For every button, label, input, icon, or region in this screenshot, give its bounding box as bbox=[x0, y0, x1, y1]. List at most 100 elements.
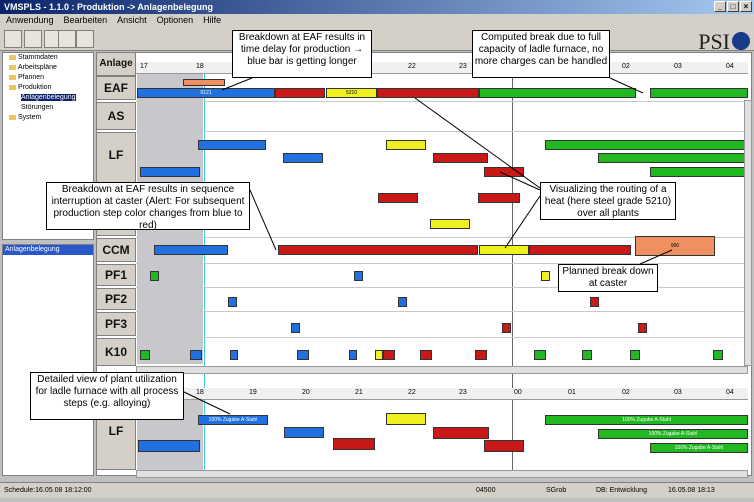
tick: 02 bbox=[622, 63, 630, 70]
vertical-scrollbar[interactable] bbox=[744, 100, 752, 366]
eaf-bar[interactable]: 0121 bbox=[137, 88, 275, 98]
k10-bar[interactable] bbox=[420, 350, 432, 360]
k10-bar[interactable] bbox=[534, 350, 546, 360]
lf-bar[interactable] bbox=[598, 153, 748, 163]
k10-bar[interactable] bbox=[713, 350, 723, 360]
lf-bar[interactable] bbox=[198, 140, 266, 150]
detail-lf-bar[interactable]: 100% Zugabe A-Stahl bbox=[198, 415, 268, 425]
k10-bar[interactable] bbox=[190, 350, 202, 360]
close-button[interactable]: × bbox=[740, 1, 752, 12]
detail-horizontal-scrollbar[interactable] bbox=[136, 470, 748, 478]
tick: 18 bbox=[196, 389, 204, 396]
k10-bar[interactable] bbox=[383, 350, 395, 360]
time-axis: 17 18 19 20 21 22 23 00 01 02 03 04 bbox=[136, 62, 748, 74]
status-code: 04500 bbox=[476, 487, 496, 494]
midnight-line bbox=[512, 74, 513, 470]
reload-icon[interactable] bbox=[58, 30, 76, 48]
menu-optionen[interactable]: Optionen bbox=[156, 15, 194, 25]
help-icon[interactable] bbox=[76, 30, 94, 48]
tick: 00 bbox=[514, 389, 522, 396]
k10-bar[interactable] bbox=[230, 350, 238, 360]
horizontal-scrollbar[interactable] bbox=[136, 366, 748, 374]
callout-sequence-interruption: Breakdown at EAF results in sequence int… bbox=[46, 182, 250, 231]
k10-bar[interactable] bbox=[630, 350, 640, 360]
pf1-bar[interactable] bbox=[541, 271, 550, 281]
status-user: SGrob bbox=[546, 487, 567, 494]
tools-icon[interactable] bbox=[24, 30, 42, 48]
tick: 22 bbox=[408, 389, 416, 396]
row-divider bbox=[136, 131, 748, 132]
lf-bar[interactable] bbox=[430, 219, 470, 229]
lf-bar[interactable] bbox=[478, 193, 520, 203]
maximize-button[interactable]: □ bbox=[727, 1, 739, 12]
tick: 04 bbox=[726, 389, 734, 396]
menu-anwendung[interactable]: Anwendung bbox=[6, 15, 54, 25]
eaf-bar[interactable]: 5210 bbox=[326, 88, 377, 98]
eaf-bar[interactable] bbox=[275, 88, 325, 98]
folder-icon bbox=[9, 74, 16, 80]
open-view-anlagenbelegung[interactable]: Anlagenbelegung bbox=[3, 245, 93, 255]
now-line bbox=[204, 74, 205, 470]
eaf-breakdown-bar[interactable] bbox=[183, 79, 225, 86]
detail-lf-bar[interactable]: 100% Zugabe A-Stahl bbox=[650, 443, 748, 453]
lf-bar[interactable] bbox=[433, 153, 488, 163]
k10-bar[interactable] bbox=[375, 350, 383, 360]
lf-bar[interactable] bbox=[283, 153, 323, 163]
detail-lf-bar[interactable]: 100% Zugabe A-Stahl bbox=[598, 429, 748, 439]
menu-bearbeiten[interactable]: Bearbeiten bbox=[63, 15, 108, 25]
lf-bar[interactable] bbox=[386, 140, 426, 150]
lf-bar[interactable] bbox=[650, 167, 748, 177]
k10-bar[interactable] bbox=[349, 350, 357, 360]
k10-bar[interactable] bbox=[140, 350, 150, 360]
pf3-bar[interactable] bbox=[638, 323, 647, 333]
ccm-bar[interactable] bbox=[479, 245, 529, 255]
detail-lf-bar[interactable] bbox=[386, 413, 426, 425]
detail-lf-bar[interactable] bbox=[433, 427, 489, 439]
eaf-bar[interactable] bbox=[479, 88, 636, 98]
ccm-bar[interactable] bbox=[278, 245, 478, 255]
k10-bar[interactable] bbox=[582, 350, 592, 360]
callout-computed-break: Computed break due to full capacity of l… bbox=[472, 30, 610, 78]
k10-bar[interactable] bbox=[297, 350, 309, 360]
pf2-bar[interactable] bbox=[590, 297, 599, 307]
tree-item-pfannen[interactable]: Pfannen bbox=[3, 73, 93, 83]
tree-item-arbeitsplaene[interactable]: Arbeitspläne bbox=[3, 63, 93, 73]
detail-lf-bar[interactable]: 100% Zugabe A-Stahl bbox=[545, 415, 748, 425]
detail-lf-bar[interactable] bbox=[484, 440, 524, 452]
tree-item-system[interactable]: System bbox=[3, 113, 93, 123]
tree-item-produktion[interactable]: Produktion bbox=[3, 83, 93, 93]
window-title: VMSPLS - 1.1.0 : Produktion -> Anlagenbe… bbox=[0, 0, 754, 14]
row-label-eaf: EAF bbox=[96, 76, 136, 100]
ccm-bar[interactable] bbox=[154, 245, 228, 255]
menu-ansicht[interactable]: Ansicht bbox=[117, 15, 147, 25]
detail-lf-bar[interactable] bbox=[333, 438, 375, 450]
detail-lf-bar[interactable] bbox=[284, 427, 324, 438]
tree-item-anlagenbelegung[interactable]: Anlagenbelegung bbox=[21, 94, 76, 101]
tree-item-stammdaten[interactable]: Stammdaten bbox=[3, 53, 93, 63]
tick: 17 bbox=[140, 63, 148, 70]
ccm-planned-breakdown[interactable]: 900 bbox=[635, 236, 715, 256]
pf3-bar[interactable] bbox=[291, 323, 300, 333]
pf2-bar[interactable] bbox=[228, 297, 237, 307]
lf-bar[interactable] bbox=[378, 193, 418, 203]
lf-bar[interactable] bbox=[140, 167, 200, 177]
menu-hilfe[interactable]: Hilfe bbox=[203, 15, 222, 25]
lf-bar[interactable] bbox=[545, 140, 748, 150]
ccm-bar[interactable] bbox=[529, 245, 631, 255]
eaf-bar[interactable] bbox=[650, 88, 748, 98]
pf1-bar[interactable] bbox=[150, 271, 159, 281]
k10-bar[interactable] bbox=[475, 350, 487, 360]
tick: 23 bbox=[459, 63, 467, 70]
check-icon[interactable] bbox=[4, 30, 22, 48]
tree-item-stoerungen[interactable]: Störungen bbox=[21, 104, 54, 111]
lf-bar[interactable] bbox=[484, 167, 524, 177]
minimize-button[interactable]: _ bbox=[714, 1, 726, 12]
folder-icon bbox=[9, 64, 16, 70]
pf3-bar[interactable] bbox=[502, 323, 511, 333]
tick: 20 bbox=[302, 389, 310, 396]
detail-lf-bar[interactable] bbox=[138, 440, 200, 452]
pf2-bar[interactable] bbox=[398, 297, 407, 307]
tick: 23 bbox=[459, 389, 467, 396]
eaf-bar[interactable] bbox=[377, 88, 479, 98]
pf1-bar[interactable] bbox=[354, 271, 363, 281]
